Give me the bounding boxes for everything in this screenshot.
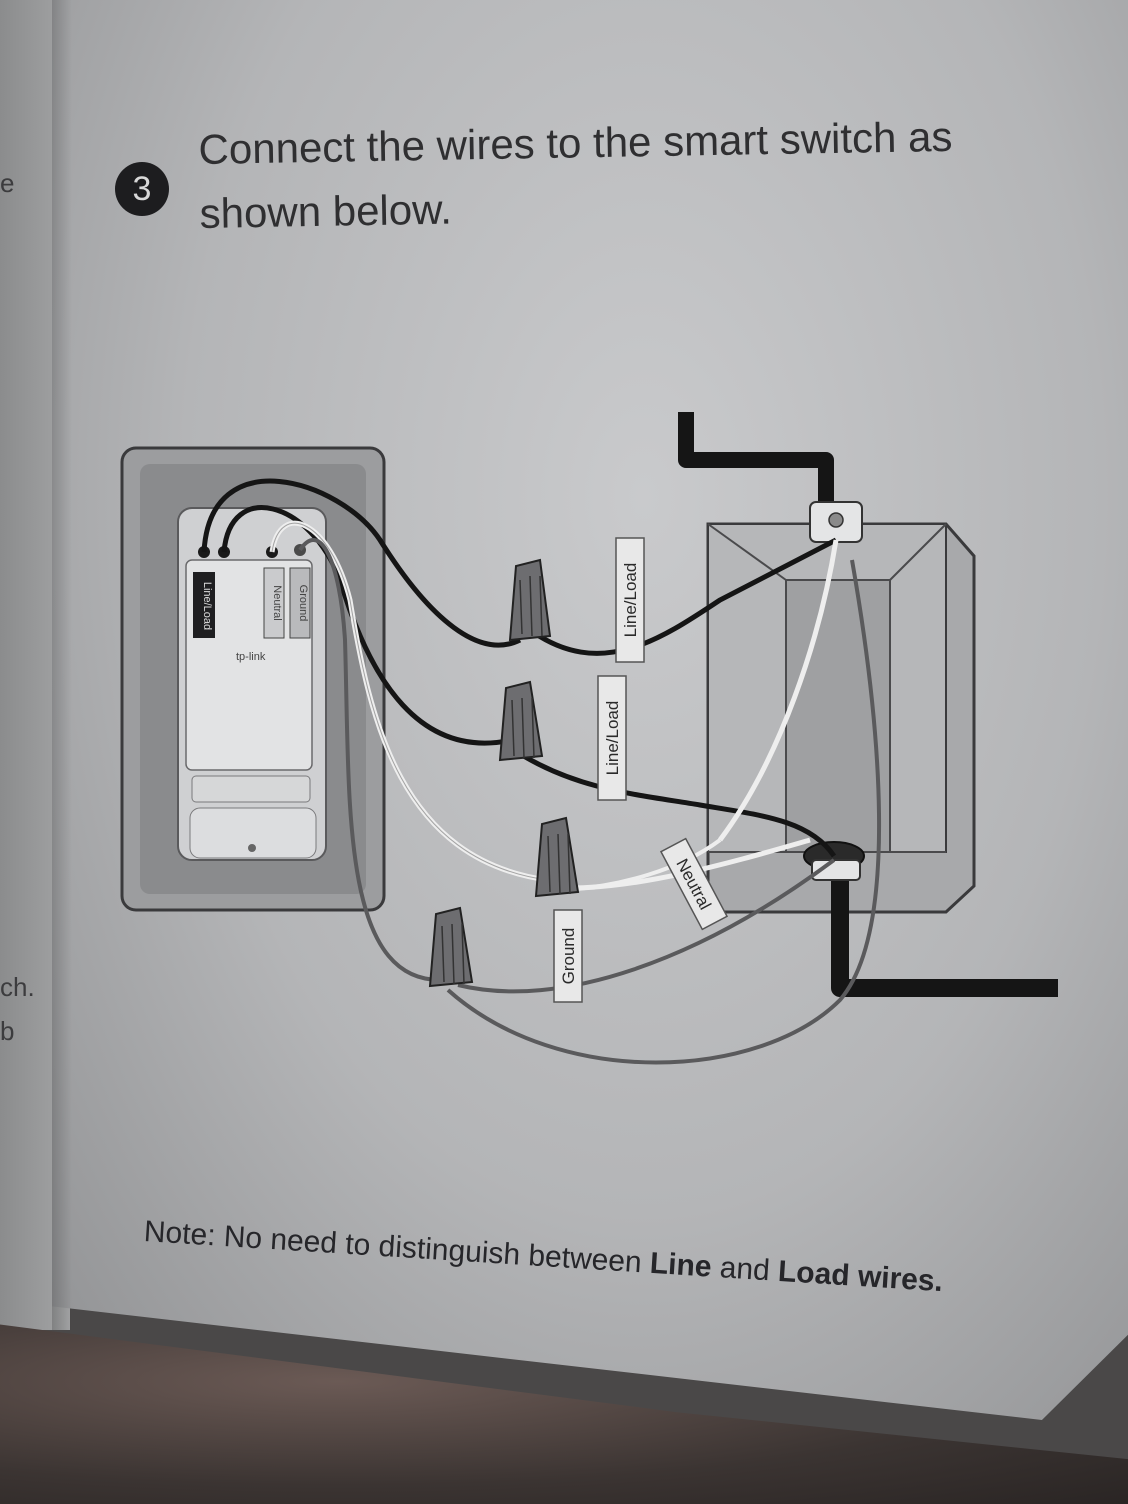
page-fold-shadow (52, 0, 72, 1330)
left-page-text-fragment: e (0, 168, 15, 198)
svg-text:Line/Load: Line/Load (621, 563, 640, 638)
smart-switch-edge (191, 775, 311, 803)
cable-bottom (831, 862, 1058, 997)
wire-black-line-load-1 (201, 478, 522, 648)
note-bold-line: Line (648, 1246, 713, 1284)
svg-text:Ground: Ground (559, 928, 578, 985)
terminal-label-line-load-text: Line/Load (201, 582, 213, 630)
wire-black-line-load-2-box (520, 752, 837, 858)
terminal-label-line-load (193, 572, 215, 638)
wire-nut-icon (428, 906, 474, 988)
note-mid: and (710, 1250, 780, 1288)
cable-top (678, 412, 834, 510)
switch-logo-text: tp-link (236, 651, 266, 663)
left-page-text-fragment: ch. (0, 972, 35, 1002)
terminal-label-ground-text: Ground (297, 585, 309, 622)
wire-nut-icon (508, 558, 552, 642)
wire-label-ground: Ground (553, 909, 583, 1003)
wire-ground (298, 538, 441, 982)
switch-screw-icon (248, 844, 256, 852)
terminal-label-neutral (263, 567, 285, 639)
left-page-text-fragment: b (0, 1016, 15, 1046)
smart-switch-bottom (189, 807, 317, 859)
wire-white-neutral (269, 520, 549, 883)
wire-black-line-load-2 (221, 505, 513, 746)
terminal-label-neutral-text: Neutral (271, 585, 283, 620)
clamp-screw-icon (828, 512, 844, 528)
wire-ground-box (457, 858, 836, 994)
wire-label-line-load-top: Line/Load (615, 537, 645, 663)
wire-nut-icon (534, 816, 580, 898)
wire-ground-supply (446, 559, 881, 1065)
svg-text:Line/Load: Line/Load (603, 701, 622, 776)
wire-white-neutral-supply (717, 539, 839, 842)
wire-nut-icon (498, 680, 544, 762)
terminal-label-ground (289, 567, 311, 639)
step-number-badge: 3 (115, 162, 169, 216)
wire-label-line-load-middle: Line/Load (597, 675, 627, 801)
